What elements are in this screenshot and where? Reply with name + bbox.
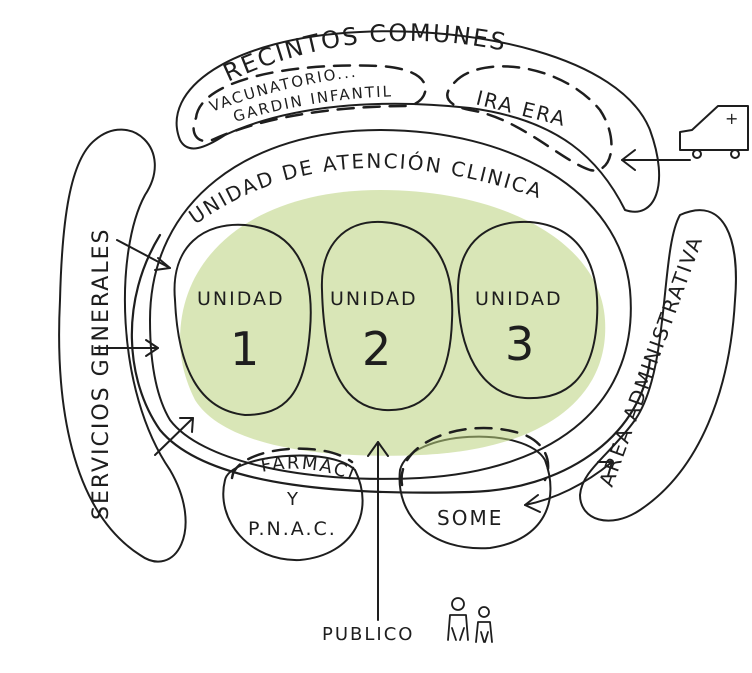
unidad-3-number: 3 — [505, 317, 536, 371]
arrow-head-ambulance — [621, 149, 636, 171]
arrow-some-area — [524, 461, 613, 506]
farmacia-y-label: Y — [286, 489, 300, 510]
ambulance-icon: + — [679, 105, 749, 159]
servicios-generales-zone: SERVICIOS GENERALES — [58, 128, 187, 563]
arrow-servicios-1 — [116, 239, 171, 269]
arrow-head-some — [524, 494, 541, 513]
arrow-head-area — [597, 461, 613, 477]
ira-era-zone — [446, 65, 613, 172]
servicios-generales-label: SERVICIOS GENERALES — [89, 228, 114, 520]
farmacia-pnac-zone — [222, 454, 364, 562]
arrow-head-publico — [367, 441, 389, 457]
unidad-atencion-clinica-zone: UNIDAD DE ATENCIÓN CLINICA — [130, 129, 652, 494]
farmacia-dashed-outline — [230, 447, 354, 480]
publico-label: PUBLICO — [322, 624, 414, 645]
area-administrativa-zone: AREA ADMINISTRATIVA — [579, 209, 737, 522]
ambulance-cross: + — [725, 109, 740, 128]
vacunatorio-zone — [192, 64, 427, 143]
arrow-head-servicios-2 — [145, 339, 159, 357]
arrow-head-servicios-1 — [154, 257, 171, 271]
arrows — [94, 149, 691, 621]
unidad-3: UNIDAD 3 — [457, 220, 599, 400]
arrow-servicios-3 — [154, 417, 194, 456]
some-dashed-outline — [400, 426, 550, 487]
unidad-1: UNIDAD 1 — [173, 223, 312, 416]
ira-era-label: IRA ERA — [474, 86, 569, 132]
unidad-3-title: UNIDAD — [475, 288, 563, 310]
unidad-1-number: 1 — [230, 322, 261, 376]
unidad-2-title: UNIDAD — [330, 288, 418, 310]
people-icon — [447, 597, 493, 643]
unidad-2-number: 2 — [362, 322, 393, 376]
recintos-comunes-label: RECINTOS COMUNES — [219, 19, 510, 88]
unidad-1-title: UNIDAD — [197, 288, 285, 310]
unidad-2: UNIDAD 2 — [320, 220, 454, 412]
arrow-head-servicios-3 — [179, 417, 194, 433]
some-label: SOME — [437, 506, 503, 530]
pnac-label: P.N.A.C. — [248, 518, 337, 540]
